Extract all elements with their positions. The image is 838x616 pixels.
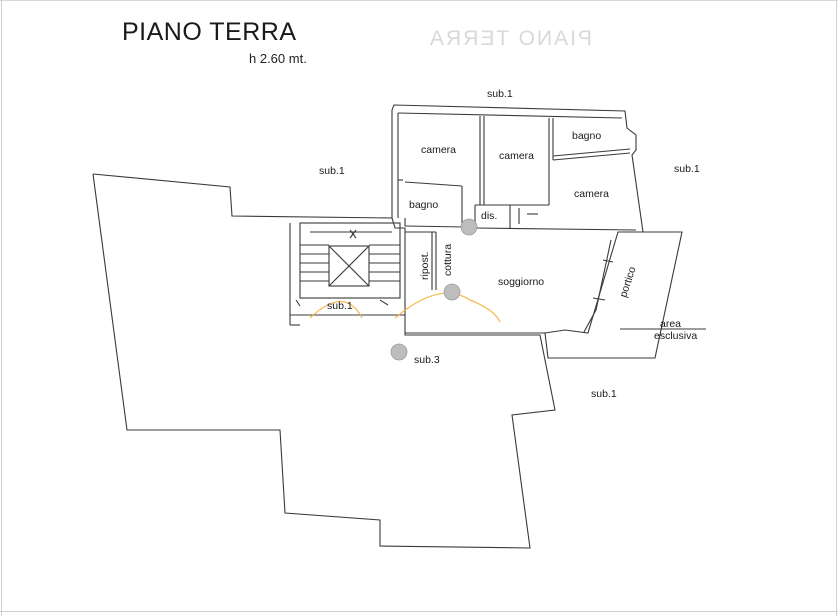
room-cottura: cottura: [442, 244, 454, 276]
room-bagno-left: bagno: [409, 199, 438, 211]
marker-sub3: [390, 343, 408, 361]
label-sub1-left: sub.1: [319, 165, 345, 177]
room-bagno-top: bagno: [572, 130, 601, 142]
right-border: [836, 0, 837, 616]
marker-soggiorno: [443, 283, 461, 301]
property-boundary: [92, 173, 556, 549]
label-sub1-right: sub.1: [674, 163, 700, 175]
room-ripost: ripost.: [419, 251, 431, 280]
plan-title: PIANO TERRA: [122, 18, 297, 46]
room-camera-3: camera: [574, 188, 609, 200]
photo-markers: [390, 218, 478, 361]
watermark-arcs: [309, 292, 501, 323]
label-sub1-stair: sub.1: [327, 300, 353, 312]
left-border: [1, 0, 2, 616]
label-esclusiva: esclusiva: [654, 330, 697, 342]
room-soggiorno: soggiorno: [498, 276, 544, 288]
label-sub3: sub.3: [414, 354, 440, 366]
room-portico: portico: [617, 265, 638, 299]
ceiling-height-label: h 2.60 mt.: [249, 51, 307, 66]
bottom-border: [0, 611, 838, 612]
label-sub1-bottom: sub.1: [591, 388, 617, 400]
marker-dis: [460, 218, 478, 236]
room-camera-1: camera: [421, 144, 456, 156]
room-dis: dis.: [481, 210, 497, 222]
label-sub1-top: sub.1: [487, 88, 513, 100]
stair-block: [299, 222, 401, 299]
portico-outline: [583, 239, 612, 333]
plan-lines: [92, 104, 706, 549]
room-camera-2: camera: [499, 150, 534, 162]
apartment-top-wall: [391, 104, 644, 233]
label-area: area: [660, 318, 681, 330]
